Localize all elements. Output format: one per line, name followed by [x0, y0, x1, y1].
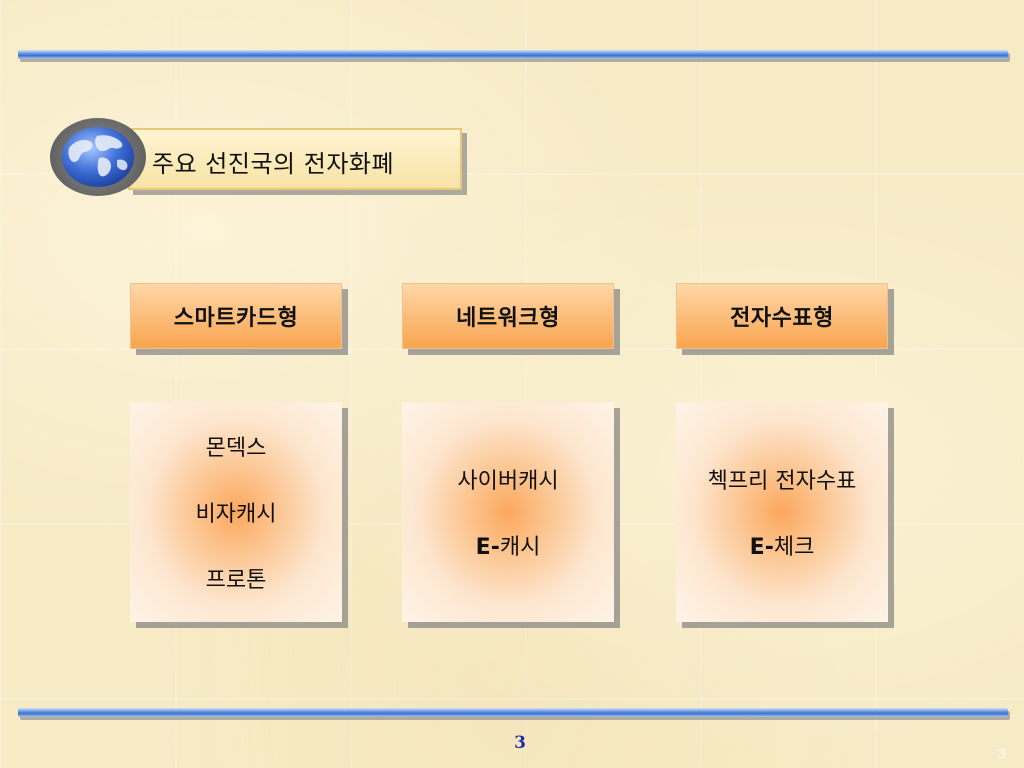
echeck-text: 체크: [773, 535, 815, 560]
content-smartcard: 몬덱스 비자캐시 프로톤: [130, 402, 342, 622]
page-number-corner: 3: [997, 747, 1006, 762]
ecash-text: 캐시: [499, 535, 541, 560]
ecash-prefix: E-: [475, 535, 500, 560]
list-item-proton: 프로톤: [205, 568, 267, 593]
page-number: 3: [514, 733, 526, 753]
header-smartcard: 스마트카드형: [130, 283, 342, 349]
list-item-visacash: 비자캐시: [195, 502, 277, 527]
title-box: [128, 128, 462, 190]
content-echeck: 첵프리 전자수표 E-체크: [676, 402, 888, 622]
header-echeck: 전자수표형: [676, 283, 888, 349]
list-item-echeck: E-체크: [750, 529, 815, 561]
list-item-checkfree: 첵프리 전자수표: [707, 469, 857, 494]
list-item-cybercash: 사이버캐시: [457, 469, 559, 494]
content-network: 사이버캐시 E-캐시: [402, 402, 614, 622]
top-divider-bar: [18, 50, 1008, 59]
list-item-ecash: E-캐시: [476, 529, 541, 561]
globe-icon: [50, 118, 146, 196]
echeck-prefix: E-: [749, 535, 774, 560]
page-title: 주요 선진국의 전자화폐: [152, 150, 395, 178]
bottom-divider-bar: [18, 708, 1008, 717]
header-network: 네트워크형: [402, 283, 614, 349]
list-item-mondex: 몬덱스: [205, 436, 267, 461]
